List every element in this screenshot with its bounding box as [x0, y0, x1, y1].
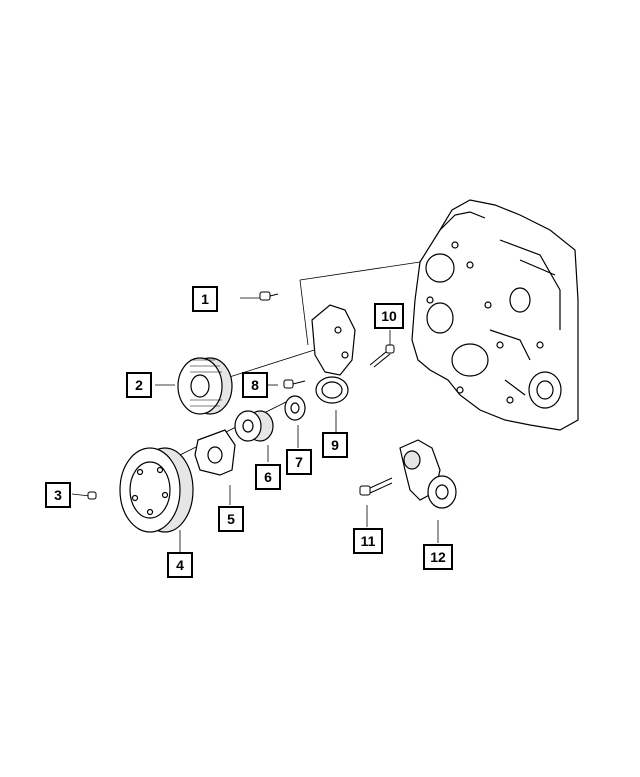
long-bolt-part-10 [369, 344, 395, 368]
callout-2[interactable]: 2 [126, 372, 152, 398]
callout-4[interactable]: 4 [167, 552, 193, 578]
callout-5[interactable]: 5 [218, 506, 244, 532]
bearing-part-7 [284, 395, 306, 421]
callout-11[interactable]: 11 [353, 528, 383, 554]
callout-6[interactable]: 6 [255, 464, 281, 490]
bolt-part-3 [87, 491, 97, 500]
belt-tensioner-part-12 [399, 439, 457, 509]
callout-10[interactable]: 10 [374, 303, 404, 329]
bracket-plate-part-5 [194, 429, 236, 476]
callout-1[interactable]: 1 [192, 286, 218, 312]
callout-12[interactable]: 12 [423, 544, 453, 570]
callout-7[interactable]: 7 [286, 449, 312, 475]
mounting-bracket-part-9 [311, 304, 356, 404]
callout-8[interactable]: 8 [242, 372, 268, 398]
damper-part-4 [119, 447, 194, 533]
idler-pulley-part-6 [234, 410, 274, 442]
bolt-part-8 [283, 379, 306, 389]
engine-front-cover [411, 199, 579, 431]
grooved-pulley-part-2 [177, 357, 233, 415]
callout-3[interactable]: 3 [45, 482, 71, 508]
bolt-part-1 [259, 291, 279, 301]
bolt-part-11 [359, 477, 393, 496]
callout-9[interactable]: 9 [322, 432, 348, 458]
